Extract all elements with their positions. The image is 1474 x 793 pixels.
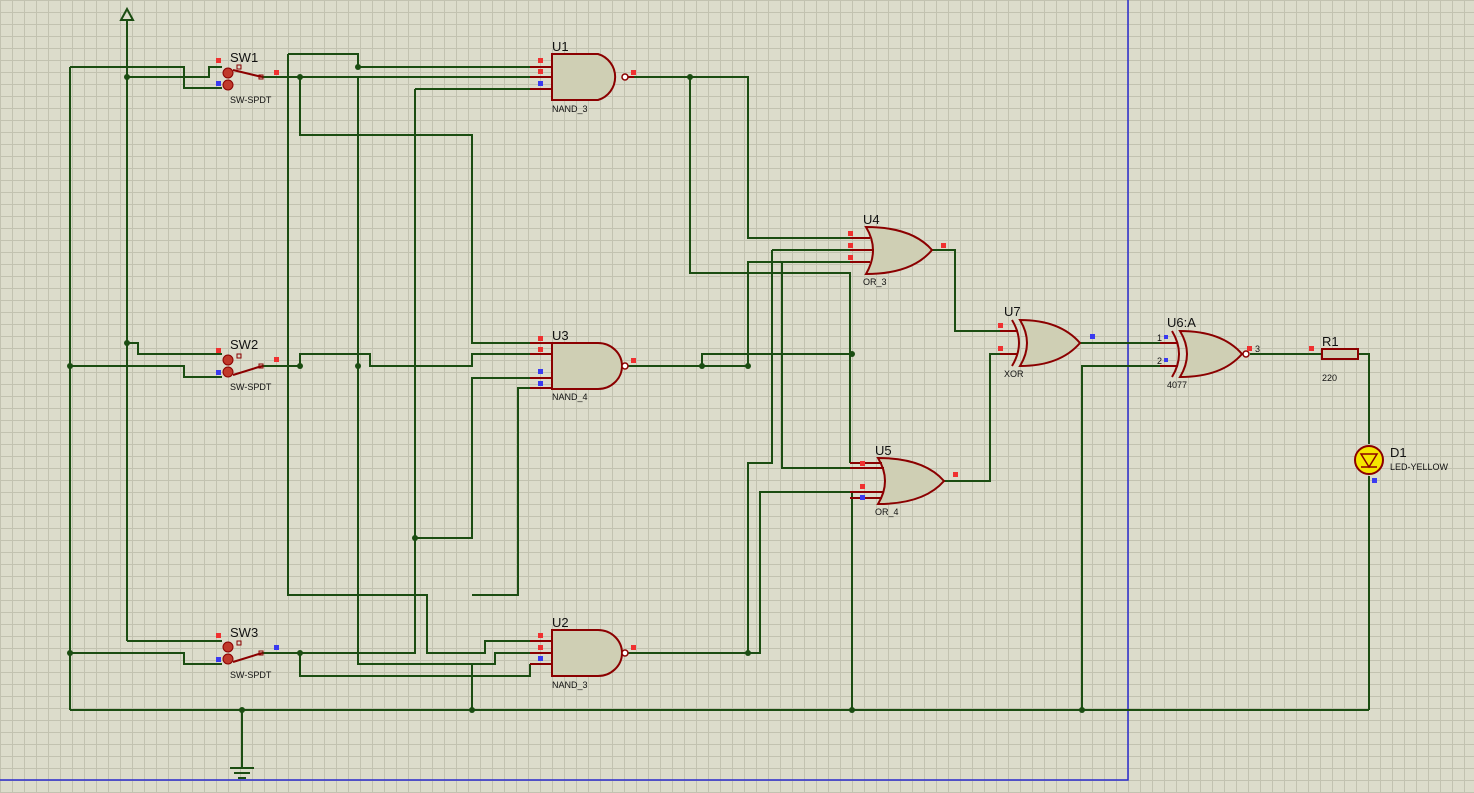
- u2-ref: U2: [552, 615, 569, 630]
- u6a-value: 4077: [1167, 380, 1187, 390]
- u6a-pin1: 1: [1157, 333, 1162, 343]
- gate-u1-nand[interactable]: U1 NAND_3: [530, 39, 636, 114]
- gate-u6a-xnor[interactable]: 1 2 3 U6:A 4077: [1157, 315, 1260, 390]
- gate-u3-nand[interactable]: U3 NAND_4: [530, 328, 636, 402]
- u3-value: NAND_4: [552, 392, 588, 402]
- u3-ref: U3: [552, 328, 569, 343]
- u7-ref: U7: [1004, 304, 1021, 319]
- gate-u2-nand[interactable]: U2 NAND_3: [530, 615, 636, 690]
- gate-u7-xor[interactable]: U7 XOR: [998, 304, 1095, 379]
- u1-ref: U1: [552, 39, 569, 54]
- u5-ref: U5: [875, 443, 892, 458]
- u5-value: OR_4: [875, 507, 899, 517]
- gate-u4-or[interactable]: U4 OR_3: [848, 212, 946, 287]
- u2-value: NAND_3: [552, 680, 588, 690]
- sw3-value: SW-SPDT: [230, 670, 272, 680]
- u4-value: OR_3: [863, 277, 887, 287]
- u6a-pin2: 2: [1157, 356, 1162, 366]
- u1-value: NAND_3: [552, 104, 588, 114]
- sw1-value: SW-SPDT: [230, 95, 272, 105]
- gate-u5-or[interactable]: U5 OR_4: [850, 443, 958, 517]
- sw3-ref: SW3: [230, 625, 258, 640]
- d1-ref: D1: [1390, 445, 1407, 460]
- r1-value: 220: [1322, 373, 1337, 383]
- sw1-ref: SW1: [230, 50, 258, 65]
- switch-sw1[interactable]: SW1 SW-SPDT: [216, 50, 279, 105]
- led-d1[interactable]: D1 LED-YELLOW: [1354, 445, 1449, 483]
- r1-ref: R1: [1322, 334, 1339, 349]
- sw2-ref: SW2: [230, 337, 258, 352]
- d1-value: LED-YELLOW: [1390, 462, 1449, 472]
- u7-value: XOR: [1004, 369, 1024, 379]
- switch-sw2[interactable]: SW2 SW-SPDT: [216, 337, 279, 392]
- u6a-pin3: 3: [1255, 344, 1260, 354]
- switch-sw3[interactable]: SW3 SW-SPDT: [216, 625, 279, 680]
- u4-ref: U4: [863, 212, 880, 227]
- junction-dots: [67, 64, 1085, 713]
- sw2-value: SW-SPDT: [230, 382, 272, 392]
- ground-terminal-icon[interactable]: [230, 767, 254, 779]
- power-terminal-icon[interactable]: [119, 6, 135, 21]
- sheet-border: [0, 0, 1129, 781]
- u6a-ref: U6:A: [1167, 315, 1196, 330]
- wire-network[interactable]: [69, 20, 1370, 768]
- resistor-r1[interactable]: R1 220: [1309, 334, 1359, 383]
